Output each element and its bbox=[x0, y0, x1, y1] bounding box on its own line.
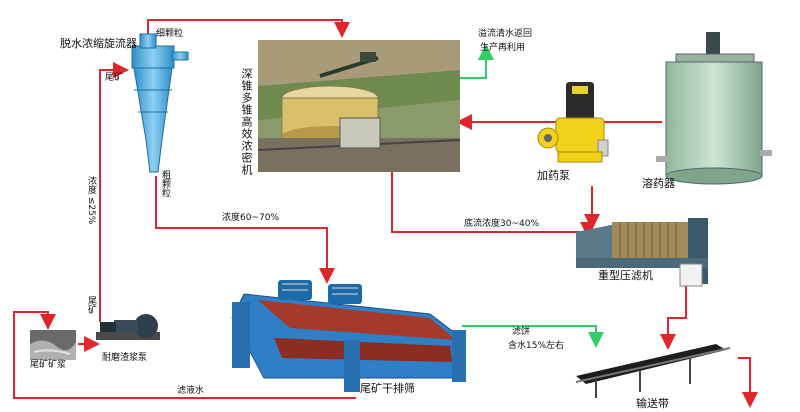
label-cake-moisture: 含水15%左右 bbox=[508, 341, 565, 351]
label-concentration-60-70: 浓度60~70% bbox=[222, 213, 279, 223]
label-dewatering-screen: 尾矿干排筛 bbox=[360, 382, 415, 395]
arrow-press-to-conveyor bbox=[660, 286, 687, 350]
label-conveyor: 输送带 bbox=[636, 397, 669, 410]
flow-lines bbox=[13, 19, 758, 408]
tailings-slurry-image bbox=[30, 330, 76, 360]
label-hydrocyclone: 脱水浓缩旋流器 bbox=[60, 37, 137, 50]
label-thickener: 深锥多锥高效浓密机 bbox=[240, 68, 253, 176]
label-fine-particles: 细颗粒 bbox=[156, 29, 184, 39]
arrow-coarse-to-screen bbox=[155, 176, 335, 284]
label-filtrate: 滤液水 bbox=[177, 386, 205, 396]
hydrocyclone-graphic bbox=[131, 33, 189, 173]
dewatering-screen-graphic bbox=[231, 280, 466, 392]
slurry-pump-graphic bbox=[96, 314, 160, 340]
dissolver-graphic bbox=[656, 32, 772, 185]
label-underflow: 底流浓度30~40% bbox=[464, 219, 539, 229]
dosing-pump-graphic bbox=[537, 82, 609, 163]
label-filter-cake: 滤饼 bbox=[512, 327, 531, 337]
label-reuse: 生产再利用 bbox=[480, 43, 526, 53]
water-lines bbox=[460, 44, 604, 348]
label-tailings-side: 尾矿 bbox=[86, 296, 96, 314]
label-concentration-25: 浓度 ≤25% bbox=[86, 176, 96, 225]
arrow-cake-to-conveyor bbox=[462, 325, 604, 348]
filter-press-graphic bbox=[576, 218, 708, 287]
label-tailings-slurry: 尾矿矿浆 bbox=[30, 360, 67, 370]
label-dosing-pump: 加药泵 bbox=[537, 169, 570, 182]
arrow-fine-to-thickener bbox=[147, 19, 350, 38]
arrow-conveyor-out bbox=[738, 357, 758, 408]
label-slurry-pump: 耐磨渣浆泵 bbox=[102, 353, 148, 363]
thickener-photo bbox=[257, 40, 461, 172]
arrow-filtrate-loop bbox=[13, 311, 356, 399]
label-overflow-water: 溢流清水返回 bbox=[478, 29, 533, 39]
arrow-pump-to-cyclone bbox=[99, 62, 129, 322]
label-filter-press: 重型压滤机 bbox=[598, 269, 653, 282]
conveyor-graphic bbox=[575, 344, 731, 398]
label-tailings-top: 尾矿 bbox=[105, 73, 124, 83]
arrow-overflow-water bbox=[460, 44, 494, 79]
label-dissolver: 溶药器 bbox=[642, 177, 675, 190]
label-coarse-particles: 粗颗粒 bbox=[160, 170, 170, 197]
